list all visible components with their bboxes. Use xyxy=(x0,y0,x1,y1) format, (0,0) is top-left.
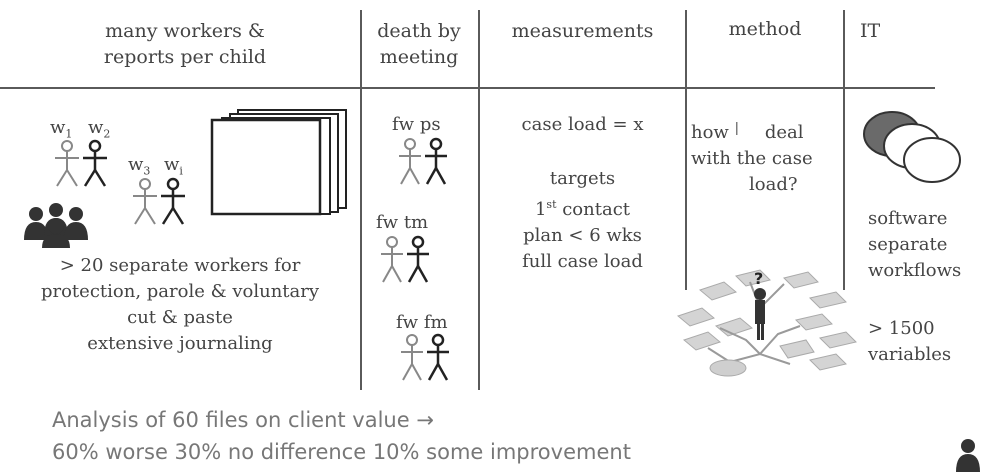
pair-3-labels: fw fm xyxy=(396,310,476,336)
plan-target: plan < 6 wks xyxy=(523,225,642,246)
targets-block: targets 1st contact plan < 6 wks full ca… xyxy=(480,166,685,275)
column-divider-4 xyxy=(843,10,845,290)
header-divider xyxy=(0,87,935,89)
workers-line-3: cut & paste xyxy=(127,307,233,328)
header-meeting-line2: meeting xyxy=(379,46,459,68)
header-meeting: death by meeting xyxy=(362,18,476,70)
workers-line-2: protection, parole & voluntary xyxy=(40,281,320,302)
first-sup: st xyxy=(546,198,557,211)
pair-2-b: tm xyxy=(403,212,429,233)
pair-3-b: fm xyxy=(423,312,448,333)
question-mark: ? xyxy=(754,269,763,288)
w3-letter: w xyxy=(128,154,144,175)
workers-description: > 20 separate workers for protection, pa… xyxy=(0,253,360,357)
header-it: IT xyxy=(860,20,881,42)
analysis-line-2: 60% worse 30% no difference 10% some imp… xyxy=(52,440,631,464)
it-line-workflows: workflows xyxy=(868,260,962,281)
it-line-count: > 1500 xyxy=(868,318,935,339)
first-rest: contact xyxy=(556,199,631,220)
it-line-software: software xyxy=(868,208,948,229)
header-workers-line1: many workers & xyxy=(105,20,265,42)
figure-w1-icon xyxy=(55,140,79,187)
person-icon xyxy=(754,288,766,340)
column-divider-2 xyxy=(478,10,480,390)
header-meeting-line1: death by xyxy=(377,20,461,42)
column-divider-1 xyxy=(360,10,362,390)
worker-label-w2: w2 xyxy=(88,115,110,148)
workers-line-4: extensive journaling xyxy=(87,333,273,354)
first-contact: 1st contact xyxy=(480,192,685,223)
pair-1-labels: fw ps xyxy=(392,112,472,138)
targets-title: targets xyxy=(549,168,616,189)
wi-letter: w xyxy=(164,154,180,175)
w1-letter: w xyxy=(50,117,66,138)
worker-figures-icon xyxy=(55,139,185,225)
figure-w3-icon xyxy=(133,178,157,225)
method-how: how xyxy=(691,122,729,143)
full-case-load: full case load xyxy=(522,251,643,272)
analysis-line-1: Analysis of 60 files on client value → xyxy=(52,408,434,432)
group-people-icon xyxy=(24,203,88,248)
worker-label-wi: wi xyxy=(164,152,183,185)
workers-line-1: > 20 separate workers for xyxy=(59,255,301,276)
corner-people-icon xyxy=(956,439,980,472)
worker-label-w3: w3 xyxy=(128,152,150,185)
pair-1-a: fw xyxy=(392,114,415,135)
workflow-maze-icon: ? xyxy=(676,269,857,377)
pair-2-figures-icon xyxy=(381,235,429,283)
it-software-block: software separate workflows xyxy=(868,206,984,284)
method-line-2: with the case xyxy=(691,148,813,169)
header-method: method xyxy=(728,18,802,40)
analysis-summary: Analysis of 60 files on client value → 6… xyxy=(52,404,932,468)
w1-sub: 1 xyxy=(65,127,73,141)
it-line-variables: variables xyxy=(868,344,952,365)
method-line-1: how|deal xyxy=(691,121,804,143)
it-variables-block: > 1500 variables xyxy=(868,316,984,368)
w3-sub: 3 xyxy=(143,164,151,178)
case-load-text: case load = x xyxy=(521,114,644,135)
wi-sub: i xyxy=(179,164,183,178)
pair-2-labels: fw tm xyxy=(376,210,456,236)
w2-letter: w xyxy=(88,117,104,138)
header-workers-line2: reports per child xyxy=(103,46,267,68)
method-line-3: load? xyxy=(749,174,798,195)
figure-w2-icon xyxy=(83,139,107,187)
first-num: 1 xyxy=(534,199,547,220)
pair-1-figures-icon xyxy=(399,137,447,185)
method-deal: deal xyxy=(764,122,804,143)
pair-1-b: ps xyxy=(419,114,441,135)
header-workers: many workers & reports per child xyxy=(60,18,310,70)
header-measurements: measurements xyxy=(511,20,654,42)
w2-sub: 2 xyxy=(103,127,111,141)
pair-3-figures-icon xyxy=(401,333,449,381)
figure-wi-icon xyxy=(161,177,185,225)
worker-label-w1: w1 xyxy=(50,115,72,148)
it-line-separate: separate xyxy=(868,234,948,255)
overlapping-circles-icon xyxy=(863,111,961,183)
pair-2-a: fw xyxy=(376,212,399,233)
stacked-reports-icon xyxy=(210,109,347,216)
method-question: how|deal with the case load? xyxy=(691,116,843,198)
column-divider-3 xyxy=(685,10,687,290)
pair-3-a: fw xyxy=(396,312,419,333)
